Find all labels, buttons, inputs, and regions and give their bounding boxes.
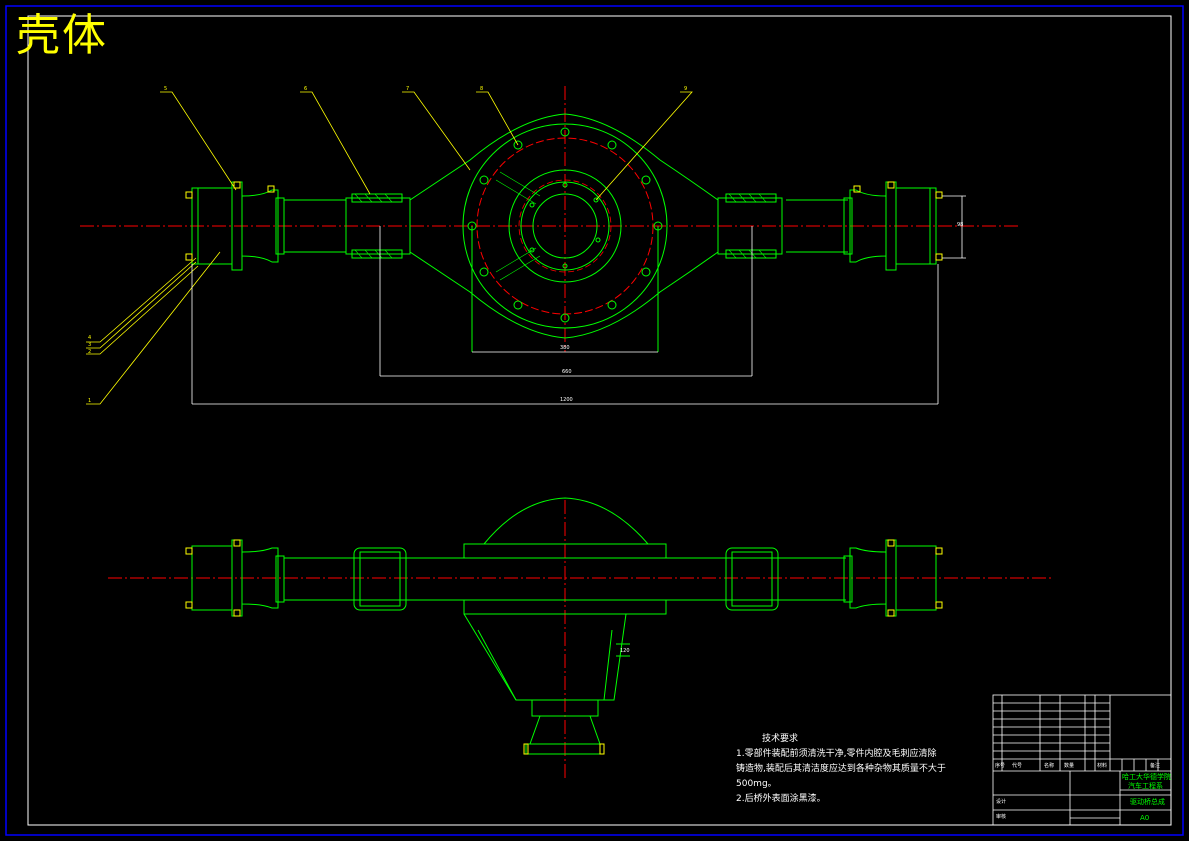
checker-label: 审核 [996,814,1007,820]
dimension-inner: 380 [560,345,570,351]
balloon-1: 1 [88,398,92,404]
parts-label-index: 序号 [995,763,1006,769]
outer-border [5,5,1184,836]
balloon-3: 3 [88,342,92,348]
parts-label-qty: 数量 [1064,763,1075,769]
inner-border [27,15,1172,826]
balloon-7: 7 [406,86,410,92]
leader-lines [86,91,693,405]
front-view [108,497,1052,780]
department-name: 汽车工程系 [1128,782,1163,790]
drawing-name: 驱动桥总成 [1130,798,1165,806]
tech-line-2: 铸造物,装配后其清洁度应达到各种杂物其质量不大于 [736,764,946,774]
tech-heading: 技术要求 [762,734,799,744]
drawing-title: 壳体 [16,10,108,61]
parts-label-name: 名称 [1044,763,1055,769]
parts-label-note: 备注 [1150,763,1161,769]
balloon-5: 5 [164,86,168,92]
dimension-lower-small: 120 [620,648,630,654]
title-block [992,694,1172,826]
dimension-overall: 1200 [560,397,573,403]
dimension-lines [191,195,966,405]
balloon-9: 9 [684,86,688,92]
school-name: 哈工大华德学院 [1122,773,1171,781]
tech-line-1: 1.零部件装配前须清洗干净,零件内腔及毛刺应清除 [736,749,937,759]
parts-label-code: 代号 [1012,763,1023,769]
balloon-8: 8 [480,86,484,92]
designer-label: 设计 [996,799,1007,805]
dimension-height: 98 [957,222,964,228]
technical-requirements: 技术要求 1.零部件装配前须清洗干净,零件内腔及毛刺应清除 铸造物,装配后其清洁… [736,732,946,807]
tech-line-3: 500mg。 [736,779,777,789]
tech-line-4: 2.后桥外表面涂黑漆。 [736,794,826,804]
balloon-4: 4 [88,335,92,341]
balloon-6: 6 [304,86,308,92]
top-view [80,86,1020,405]
parts-label-material: 材料 [1097,763,1108,769]
balloon-2: 2 [88,349,92,355]
dimension-middle: 660 [562,369,572,375]
bolt-holes [467,127,663,323]
sheet-size: A0 [1140,814,1150,822]
